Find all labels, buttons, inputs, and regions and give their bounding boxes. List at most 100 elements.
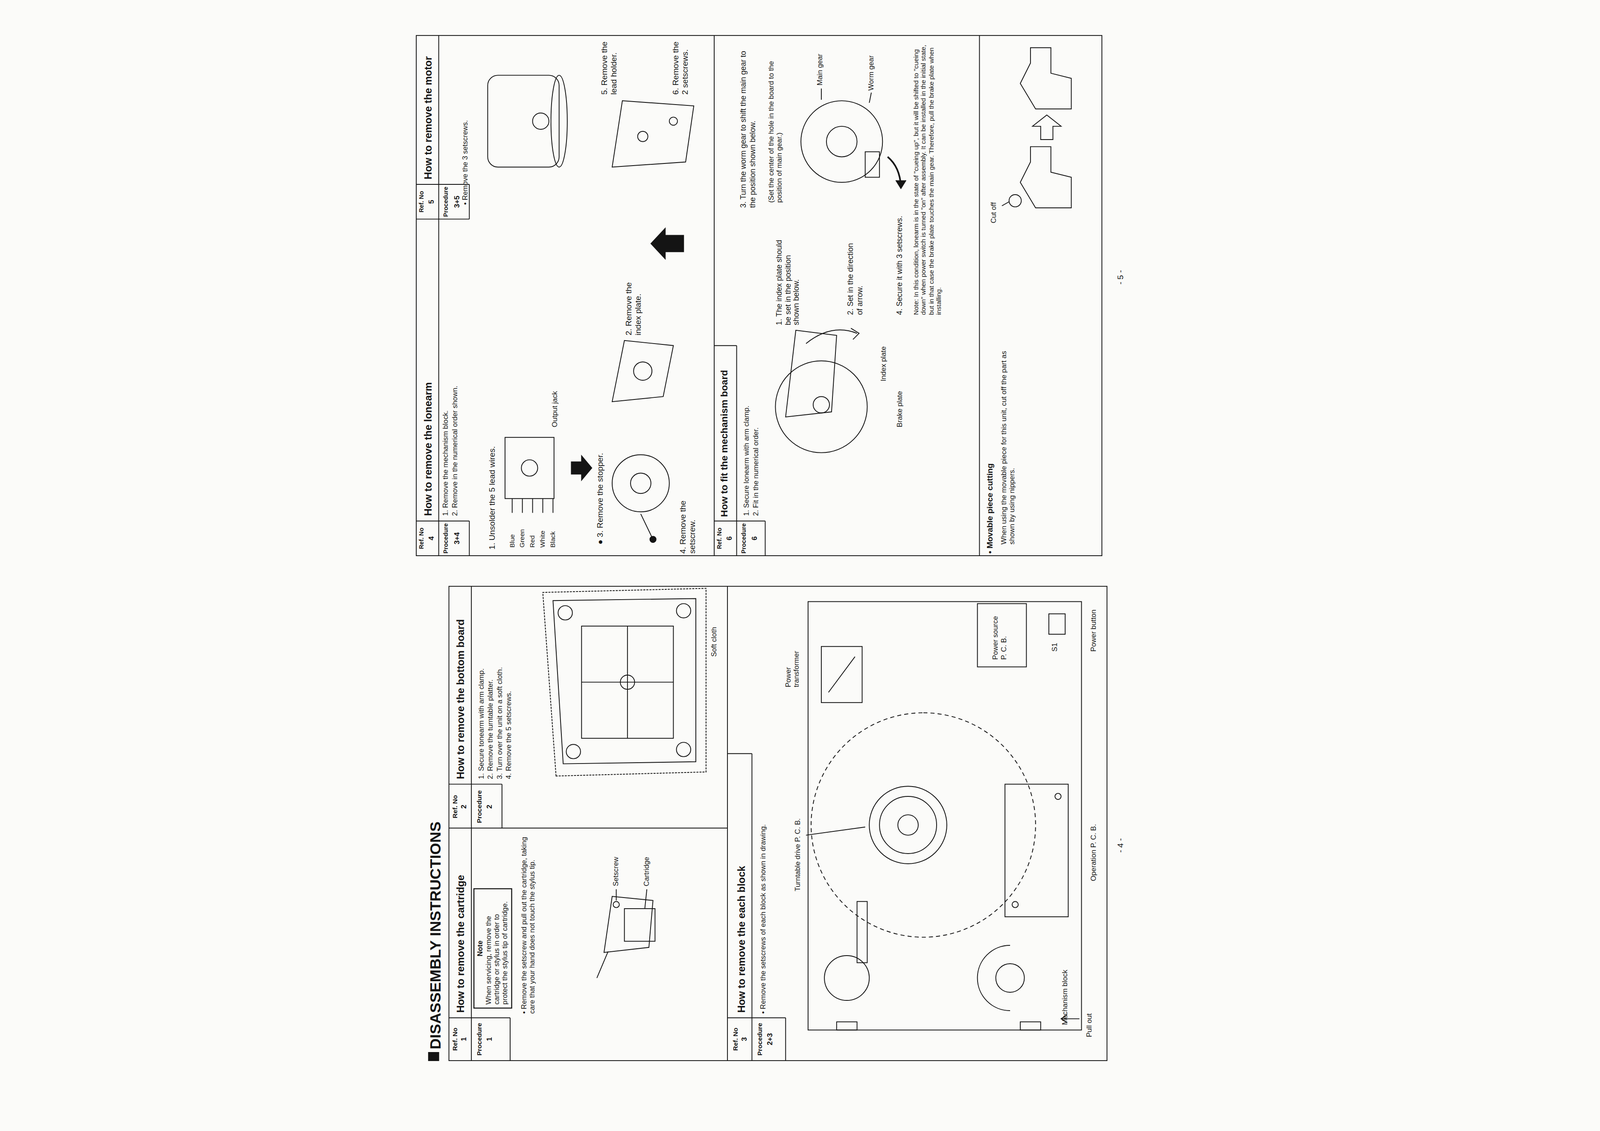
- fit-board-drawing: [850, 328, 859, 340]
- fit-board-drawing: [826, 126, 858, 158]
- label-text: ● 3. Remove the stopper.: [595, 401, 606, 545]
- note-box: NoteWhen servicing, remove the cartridge…: [473, 888, 513, 1009]
- mechanism-layout-drawing: [977, 603, 1027, 667]
- motor-drawing: [669, 116, 678, 126]
- label-text: Procedure: [475, 787, 484, 827]
- mechanism-layout-drawing: [897, 814, 919, 836]
- lonearm-drawing: [640, 513, 654, 540]
- fit-board-drawing: [805, 329, 858, 344]
- table-lines: [416, 35, 1102, 556]
- mechanism-layout-drawing: [995, 963, 1025, 993]
- lonearm-drawing: [522, 498, 523, 513]
- bottom-board-drawing: [620, 675, 635, 690]
- label-text: How to remove the cartridge: [455, 831, 467, 1013]
- table-lines: [727, 753, 752, 755]
- lonearm-drawing: [542, 498, 544, 513]
- label-text: 1. Remove the mechanism block.: [441, 260, 450, 517]
- motor-drawing: [551, 75, 568, 167]
- label-text: (Set the center of the hole in the board…: [767, 39, 784, 203]
- table-lines: [714, 345, 737, 347]
- table-lines: [449, 827, 728, 829]
- label-text: 4: [427, 523, 436, 555]
- fit-board-drawing: [800, 100, 883, 183]
- mechanism-layout-drawing: [879, 796, 937, 854]
- table-lines: [416, 520, 470, 522]
- lonearm-drawing: [612, 340, 674, 402]
- mechanism-layout-drawing: [805, 601, 1082, 1031]
- table-lines: [470, 586, 472, 1061]
- lonearm-drawing: [571, 455, 592, 481]
- label-text: Red: [528, 514, 537, 548]
- table-lines: [449, 1017, 511, 1019]
- label-text: How to remove the motor: [422, 38, 434, 180]
- bottom-board-drawing: [542, 588, 706, 777]
- table-lines: [714, 520, 766, 522]
- table-lines: [727, 1017, 786, 1019]
- label-text: - 5 -: [1116, 262, 1126, 293]
- label-text: Note: In this condition, lonearm is in t…: [912, 39, 943, 316]
- label-text: Main gear: [816, 39, 825, 86]
- motor-drawing: [487, 75, 694, 167]
- fit-board-drawing: [865, 151, 880, 178]
- label-text: How to remove the each block: [735, 757, 748, 1014]
- label-text: How to fit the mechanism board: [719, 347, 731, 517]
- label-text: 3: [740, 1019, 749, 1059]
- title-square: [428, 1052, 439, 1061]
- mechanism-layout-drawing: [1054, 793, 1061, 800]
- fit-board-drawing: [813, 396, 830, 413]
- label-text: 4. Remove the setscrew.: [678, 492, 698, 554]
- mechanism-layout-drawing: [821, 646, 863, 703]
- label-text: Setscrew: [612, 835, 621, 887]
- label-text: 2: [485, 787, 494, 827]
- bottom-board-drawing: [557, 605, 573, 620]
- label-text: 6. Remove the 2 setscrews.: [671, 39, 691, 95]
- lonearm-drawing: [633, 362, 652, 381]
- mechanism-layout-drawing: [824, 955, 870, 1001]
- movable-piece-drawing: [1020, 146, 1072, 208]
- label-text: Turntable drive P. C. B.: [793, 779, 802, 892]
- movable-piece-drawing: [1001, 47, 1072, 208]
- label-text: 1: [460, 1019, 469, 1059]
- bottom-board-drawing: [627, 626, 628, 739]
- mechanism-layout-drawing: [828, 656, 856, 693]
- label-text: 5: [427, 186, 436, 218]
- label-text: 2. Remove the turntable platter.: [486, 590, 495, 780]
- lonearm-drawing: [521, 459, 538, 476]
- label-text: Black: [548, 514, 557, 548]
- lonearm-drawing: [651, 228, 684, 260]
- label-text: Green: [518, 514, 526, 548]
- label-text: 2. Remove in the numerical order shown.: [450, 260, 459, 517]
- fit-board-drawing: [785, 330, 837, 418]
- lonearm-drawing: [511, 498, 513, 513]
- fit-board-drawing: [775, 361, 868, 453]
- label-text: Ref. No: [450, 787, 459, 827]
- label-text: Output jack: [551, 365, 560, 427]
- fit-board-drawing: [775, 88, 906, 453]
- page-title: DISASSEMBLY INSTRUCTIONS: [426, 784, 444, 1050]
- label-text: 6: [725, 523, 734, 555]
- label-text: 2. Fit in the numerical order.: [751, 312, 760, 517]
- label-text: S1: [1051, 636, 1060, 652]
- bottom-board-drawing: [676, 603, 691, 618]
- label-text: 1. Unsolder the 5 lead wires.: [487, 417, 497, 550]
- label-text: 2: [460, 787, 469, 827]
- label-text: 1: [485, 1019, 494, 1059]
- motor-drawing: [637, 131, 649, 142]
- table-lines: [713, 35, 715, 556]
- bottom-board-drawing: [542, 588, 706, 777]
- fit-board-drawing: [820, 88, 822, 100]
- fit-board-drawing: [869, 92, 872, 103]
- note-heading: Note: [476, 892, 485, 1005]
- label-text: 1. Secure tonearm with arm clamp.: [477, 590, 486, 780]
- label-text: Ref. No: [716, 523, 724, 555]
- label-text: Ref. No: [731, 1019, 740, 1059]
- table-lines: [736, 345, 738, 556]
- label-text: Operation P. C. B.: [1089, 799, 1098, 882]
- mechanism-layout-drawing: [869, 786, 947, 865]
- table-lines: [449, 586, 1108, 1061]
- label-text: Ref. No: [418, 186, 426, 218]
- bottom-board-drawing: [552, 598, 696, 764]
- table-lines: [416, 218, 470, 220]
- label-text: Worm gear: [867, 39, 876, 91]
